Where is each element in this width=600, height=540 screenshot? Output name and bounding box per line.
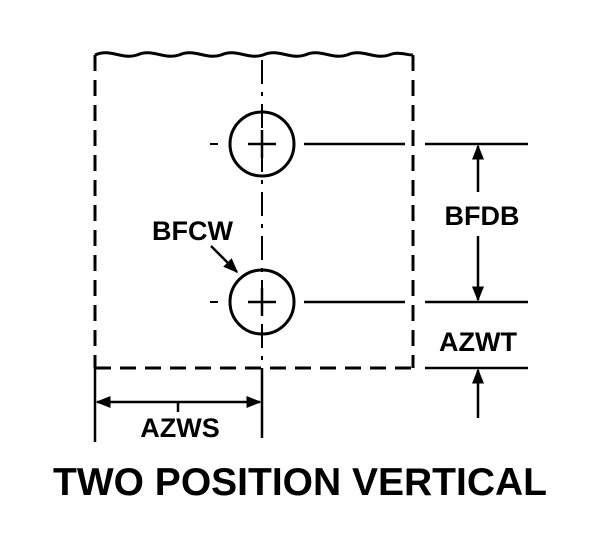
bfcw-label: BFCW — [152, 216, 233, 246]
lower-hole — [210, 268, 296, 336]
diagram-title: TWO POSITION VERTICAL — [53, 461, 547, 504]
break-line — [94, 51, 414, 58]
extension-lines — [304, 142, 528, 370]
azws-dimension — [93, 368, 264, 442]
bfdb-label: BFDB — [445, 201, 520, 231]
panel-outline — [93, 55, 415, 370]
bfcw-leader-arrow — [210, 245, 239, 274]
azws-label: AZWS — [140, 413, 219, 443]
upper-hole — [210, 110, 296, 178]
azwt-label: AZWT — [439, 327, 517, 357]
